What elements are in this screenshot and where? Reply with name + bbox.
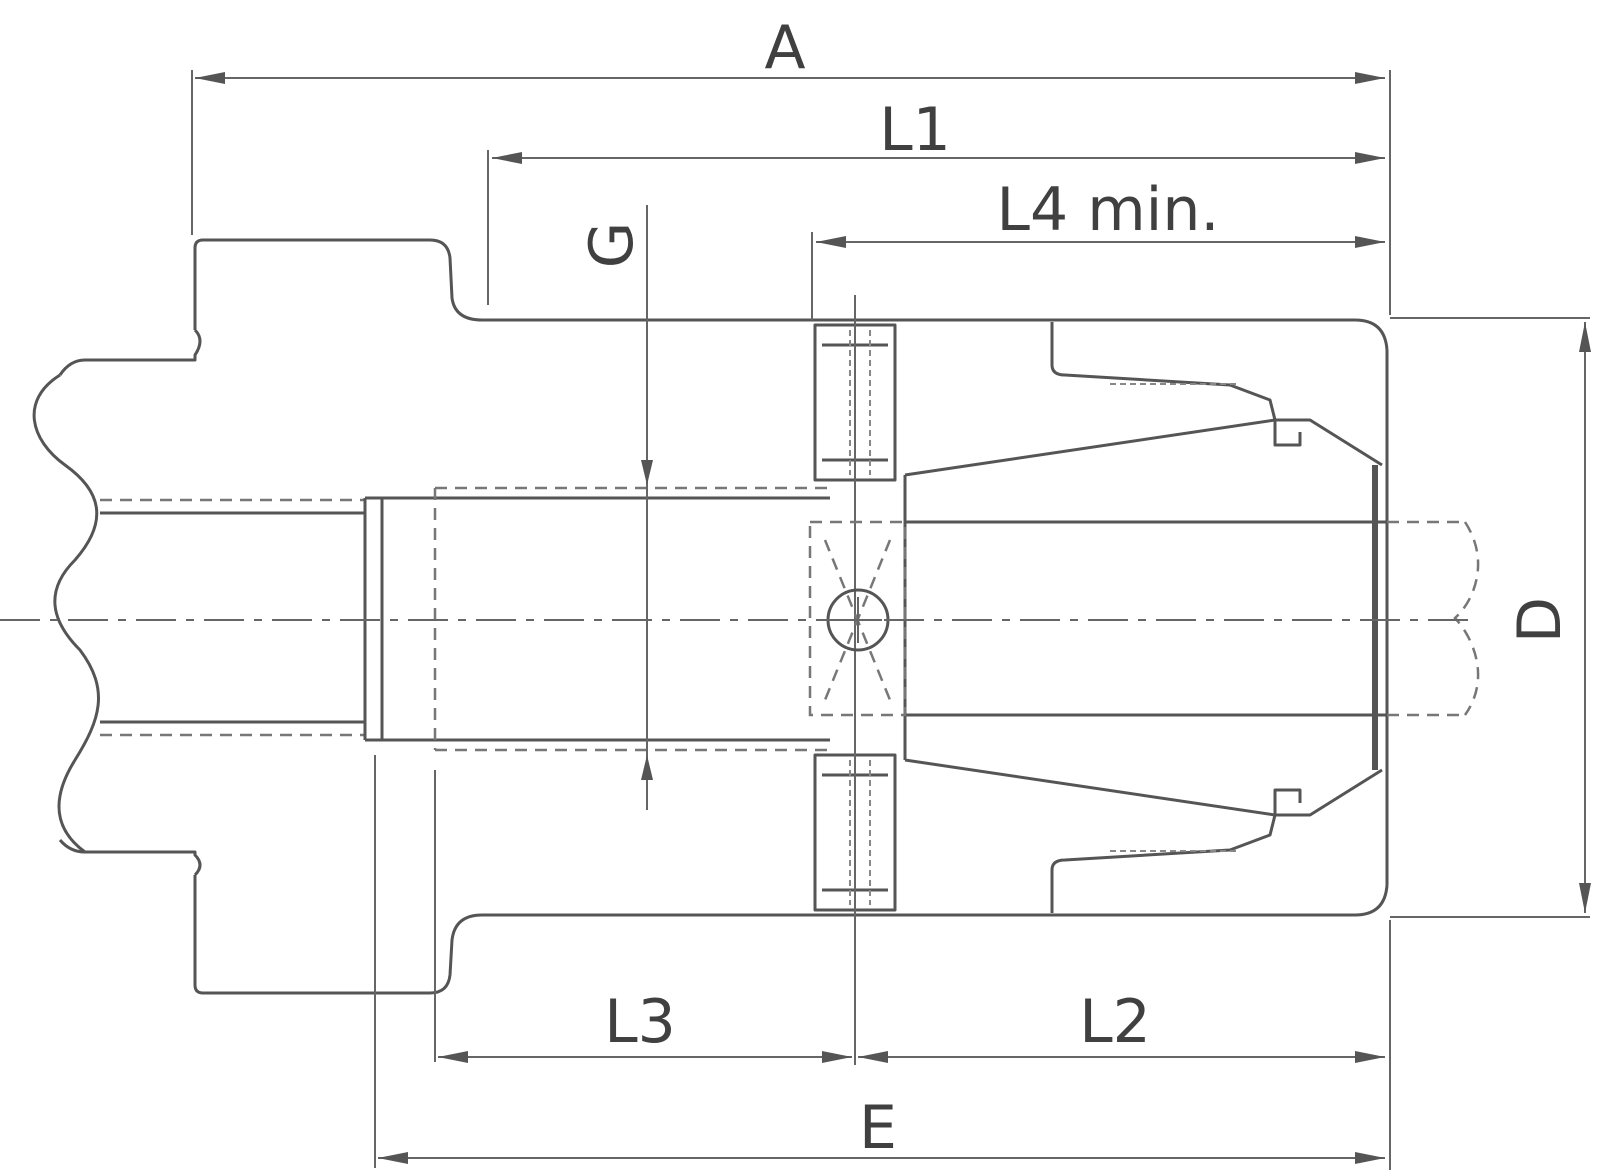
dim-E: E <box>374 755 1385 1168</box>
label-E: E <box>859 1093 897 1163</box>
label-L2: L2 <box>1079 987 1151 1057</box>
body-outline <box>58 238 1389 995</box>
dim-L1: L1 <box>487 95 1385 305</box>
label-G: G <box>577 222 647 269</box>
label-L3: L3 <box>604 987 676 1057</box>
dim-G: G <box>577 205 653 810</box>
collet-nose <box>903 322 1387 913</box>
dim-L4: L4 min. <box>811 175 1385 320</box>
dim-A: A <box>191 13 1391 315</box>
label-D: D <box>1505 597 1575 643</box>
break-lines <box>32 373 100 854</box>
dim-L3: L3 <box>434 770 852 1063</box>
label-L1: L1 <box>879 95 951 165</box>
label-A: A <box>764 13 805 83</box>
dim-L2: L2 <box>858 920 1391 1170</box>
label-L4: L4 min. <box>997 175 1220 245</box>
dim-D: D <box>1390 317 1591 918</box>
clamp-screws <box>813 295 897 1065</box>
